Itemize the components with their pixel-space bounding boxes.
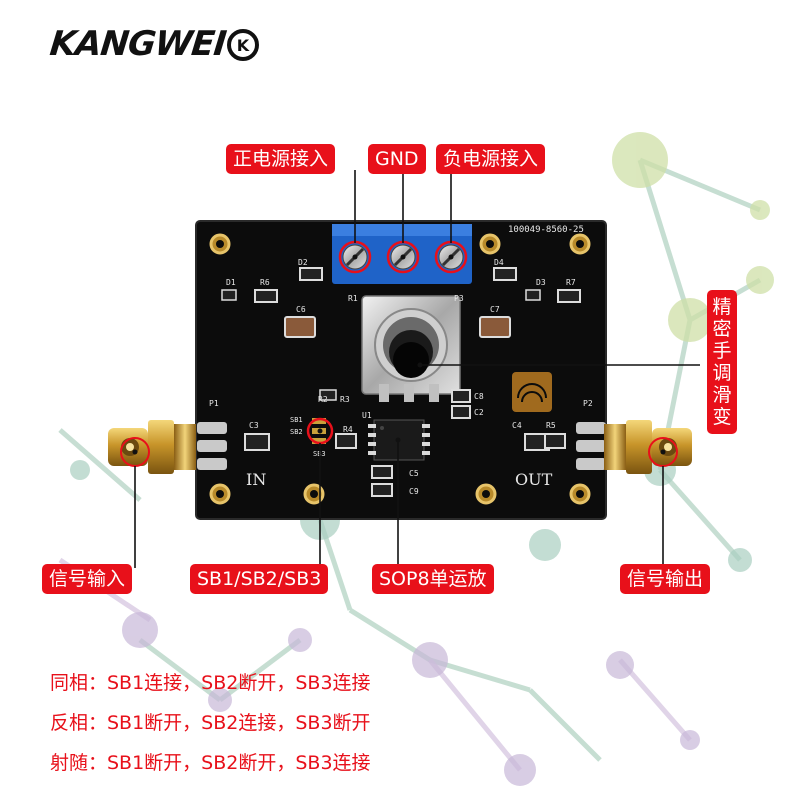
svg-text:R3: R3 — [340, 395, 350, 404]
mode-note-follower: 射随：SB1断开，SB2断开，SB3连接 — [50, 752, 371, 774]
svg-text:OUT: OUT — [515, 470, 553, 489]
callout-sop8-opamp: SOP8单运放 — [372, 564, 494, 594]
svg-text:R7: R7 — [566, 278, 576, 287]
callout-signal-input: 信号输入 — [42, 564, 133, 594]
svg-text:C4: C4 — [512, 421, 522, 430]
callout-precision-pot: 精密手调滑变 — [707, 290, 737, 434]
svg-text:P1: P1 — [209, 399, 219, 408]
svg-text:D4: D4 — [494, 258, 504, 267]
svg-text:100049-8560-25: 100049-8560-25 — [508, 225, 584, 235]
potentiometer — [361, 295, 461, 402]
brand-badge-icon: K — [227, 29, 259, 61]
svg-text:C6: C6 — [296, 305, 306, 314]
mode-note-inverting: 反相：SB1断开，SB2连接，SB3断开 — [50, 712, 371, 734]
svg-text:R1: R1 — [348, 294, 358, 303]
callout-leaders — [134, 170, 700, 568]
svg-text:C5: C5 — [409, 469, 419, 478]
svg-text:P2: P2 — [583, 399, 593, 408]
svg-text:R5: R5 — [546, 421, 556, 430]
svg-text:R4: R4 — [343, 425, 353, 434]
smd-components — [221, 267, 581, 497]
svg-text:C9: C9 — [409, 487, 419, 496]
svg-text:R2: R2 — [318, 395, 328, 404]
header-pads — [197, 422, 606, 470]
svg-text:C3: C3 — [249, 421, 259, 430]
callout-gnd: GND — [368, 144, 426, 174]
svg-text:SB2: SB2 — [290, 428, 303, 436]
svg-text:C7: C7 — [490, 305, 500, 314]
svg-text:K: K — [237, 36, 250, 55]
terminal-block — [332, 224, 472, 284]
svg-text:IN: IN — [246, 470, 266, 489]
callout-signal-output: 信号输出 — [620, 564, 711, 594]
sma-connector-out — [604, 420, 692, 474]
svg-text:R6: R6 — [260, 278, 270, 287]
callout-negative-power: 负电源接入 — [436, 144, 546, 174]
mode-note-noninverting: 同相：SB1连接，SB2断开，SB3连接 — [50, 672, 371, 694]
svg-text:D3: D3 — [536, 278, 546, 287]
silkscreen: 100049-8560-25 IN OUT P1 P2 R1 P3 D1 D2 … — [209, 225, 593, 496]
callout-positive-power: 正电源接入 — [226, 144, 336, 174]
svg-text:D2: D2 — [298, 258, 308, 267]
rf-logo-pad — [512, 372, 552, 412]
sma-connector-in — [108, 420, 196, 474]
svg-text:D1: D1 — [226, 278, 236, 287]
svg-text:SB1: SB1 — [290, 416, 303, 424]
callout-sb-jumpers: SB1/SB2/SB3 — [190, 564, 329, 594]
svg-text:C8: C8 — [474, 392, 484, 401]
svg-text:C2: C2 — [474, 408, 484, 417]
svg-text:U1: U1 — [362, 411, 372, 420]
svg-text:P3: P3 — [454, 294, 464, 303]
